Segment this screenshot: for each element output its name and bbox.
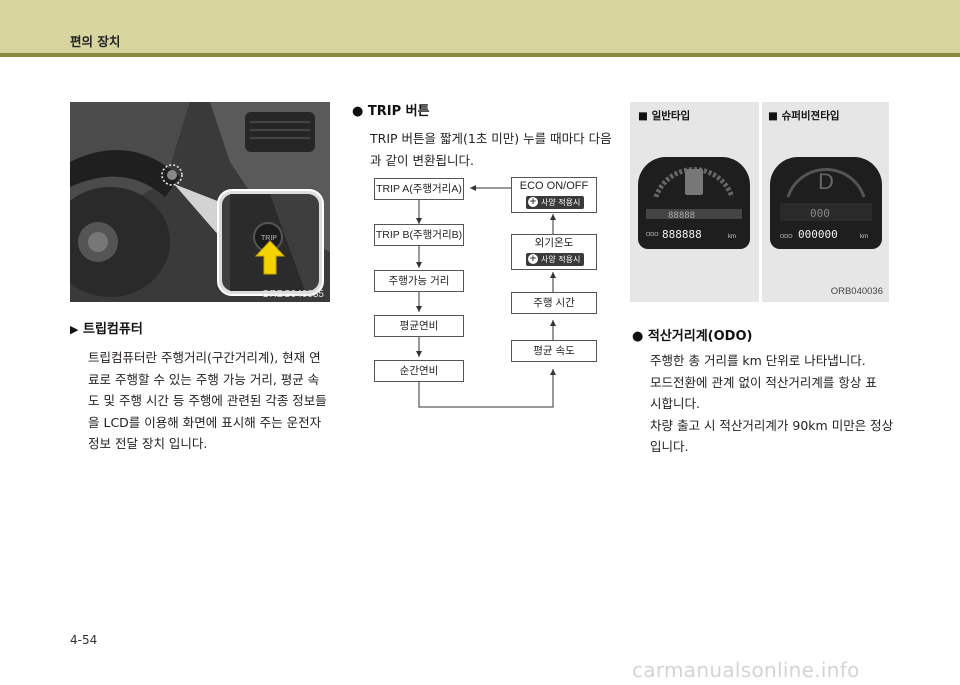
cluster-supervision-unit: km — [860, 234, 868, 240]
flow-box-range: 주행가능 거리 — [374, 270, 464, 292]
flow-box-avg-speed: 평균 속도 — [511, 340, 597, 362]
trip-mode-flow-diagram: TRIP A(주행거리A) TRIP B(주행거리B) 주행가능 거리 평균연비… — [356, 174, 612, 414]
cluster-supervision-trip: 000 — [810, 207, 830, 220]
cluster-standard-odo: 888888 — [662, 228, 702, 241]
section-title: 편의 장치 — [70, 34, 121, 49]
flow-box-outside-temp-label: 외기온도 — [534, 237, 574, 249]
text-line: 시합니다. — [650, 396, 700, 411]
watermark: carmanualsonline.info — [632, 658, 860, 682]
flow-connectors — [416, 185, 556, 408]
page-header: 편의 장치 — [0, 0, 960, 55]
header-divider — [0, 53, 960, 57]
cluster-gear-indicator: D — [818, 169, 834, 194]
trip-button-body: TRIP 버튼을 짧게(1초 미만) 누를 때마다 다음 과 같이 변환됩니다. — [370, 128, 620, 171]
trip-computer-body: 트립컴퓨터란 주행거리(구간거리계), 현재 연 료로 주행할 수 있는 주행 … — [88, 347, 338, 455]
text-line: 정보 전달 장치 입니다. — [88, 436, 208, 451]
cluster-supervision-label: ■ 슈퍼비젼타입 — [768, 110, 840, 122]
trip-button-heading: ● TRIP 버튼 — [352, 104, 430, 119]
trip-computer-heading: ▶ 트립컴퓨터 — [70, 322, 143, 337]
cluster-supervision-odo: 000000 — [798, 228, 838, 241]
cluster-standard-display: 88888 ODO 888888 km — [638, 157, 750, 249]
trip-button-label: TRIP — [261, 235, 277, 242]
text-line: TRIP 버튼을 짧게(1초 미만) 누를 때마다 다음 — [370, 131, 612, 146]
text-line: 을 LCD를 이용해 화면에 표시해 주는 운전자 — [88, 414, 322, 430]
flow-box-eco-label: ECO ON/OFF — [519, 180, 589, 192]
text-line: 도 및 주행 시간 등 주행에 관련된 각종 정보들 — [88, 393, 327, 408]
flow-box-instant-fuel: 순간연비 — [374, 360, 464, 382]
plus-icon: + — [528, 197, 538, 207]
cluster-standard-trip: 88888 — [668, 211, 695, 221]
trip-button-photo: TRIP ORBC040035 — [70, 102, 330, 302]
cluster-standard-unit: km — [728, 234, 736, 240]
option-badge: + 사양 적용시 — [526, 253, 585, 266]
plus-icon: + — [528, 254, 538, 264]
text-line: 과 같이 변환됩니다. — [370, 152, 474, 168]
flow-box-trip-a: TRIP A(주행거리A) — [374, 178, 464, 200]
flow-box-trip-b: TRIP B(주행거리B) — [374, 224, 464, 246]
photo-code: ORBC040035 — [261, 289, 324, 300]
page-number: 4-54 — [70, 633, 98, 647]
text-line: 모드전환에 관계 없이 적산거리계를 항상 표 — [650, 374, 877, 390]
cluster-standard: ■ 일반타입 88888 ODO 888888 km — [630, 102, 759, 302]
flow-box-avg-fuel: 평균연비 — [374, 315, 464, 337]
text-line: 트립컴퓨터란 주행거리(구간거리계), 현재 연 — [88, 350, 321, 365]
text-line: 료로 주행할 수 있는 주행 가능 거리, 평균 속 — [88, 371, 320, 387]
cluster-divider — [759, 102, 762, 302]
cluster-standard-label: ■ 일반타입 — [638, 110, 691, 122]
circle-bullet-icon: ● — [352, 104, 364, 119]
arrow-up-icon — [254, 240, 286, 275]
option-badge: + 사양 적용시 — [526, 196, 585, 209]
cluster-supervision-odo-tag: ODO — [780, 234, 793, 240]
text-line: 주행한 총 거리를 km 단위로 나타냅니다. — [650, 353, 866, 368]
cluster-figure-code: ORB040036 — [830, 286, 883, 297]
odometer-body: 주행한 총 거리를 km 단위로 나타냅니다. 모드전환에 관계 없이 적산거리… — [650, 350, 900, 458]
cluster-supervision-display: D 000 ODO 000000 km — [770, 157, 882, 249]
instrument-cluster-figure: ■ 일반타입 88888 ODO 888888 km ■ 슈퍼비젼타입 D 00… — [630, 102, 889, 302]
circle-bullet-icon: ● — [632, 329, 644, 344]
cluster-standard-odo-tag: ODO — [646, 232, 659, 238]
cluster-supervision: ■ 슈퍼비젼타입 D 000 ODO 000000 km ORB040036 — [762, 102, 889, 302]
odometer-heading: ● 적산거리계(ODO) — [632, 329, 753, 344]
flow-box-drive-time: 주행 시간 — [511, 292, 597, 314]
text-line: 차량 출고 시 적산거리계가 90km 미만은 정상 — [650, 417, 894, 433]
triangle-bullet-icon: ▶ — [70, 323, 79, 336]
text-line: 입니다. — [650, 439, 689, 454]
